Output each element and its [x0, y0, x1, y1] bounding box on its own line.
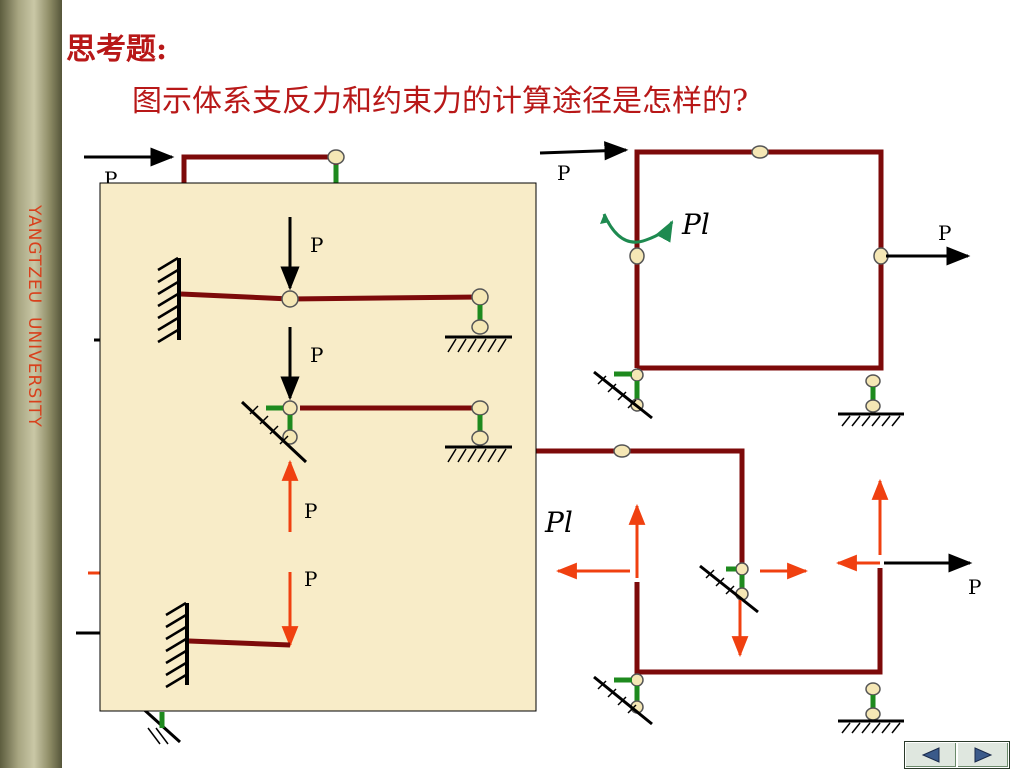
left-frame: P	[76, 147, 345, 745]
university-name: YANGTZEU UNIVERSITY	[24, 205, 44, 428]
load-label-beam1: P	[310, 233, 323, 257]
moment-label-top: Pl	[681, 208, 710, 241]
overlay-panel: P P P	[99, 182, 537, 712]
title-question: 图示体系支反力和约束力的计算途径是怎样的?	[132, 84, 749, 119]
next-slide-button[interactable]	[957, 742, 1009, 768]
load-label-reaction-up: P	[304, 499, 317, 523]
triangle-right-icon	[974, 747, 993, 763]
prev-slide-button[interactable]	[905, 742, 957, 768]
slide-navigation	[904, 741, 1010, 769]
load-label-bottom-right: P	[968, 575, 981, 599]
load-label-top: P	[557, 161, 570, 185]
load-label-right: P	[938, 221, 951, 245]
moment-label-bottom: Pl	[544, 506, 573, 539]
load-label-beam2: P	[310, 343, 323, 367]
sidebar: YANGTZEU UNIVERSITY	[0, 0, 62, 768]
triangle-left-icon	[921, 747, 940, 763]
bottom-right-free-body: Pl P	[536, 444, 981, 734]
title-question-label: 思考题:	[66, 32, 168, 67]
top-right-frame: P Pl P	[539, 141, 971, 427]
load-label-reaction-down: P	[304, 567, 317, 591]
